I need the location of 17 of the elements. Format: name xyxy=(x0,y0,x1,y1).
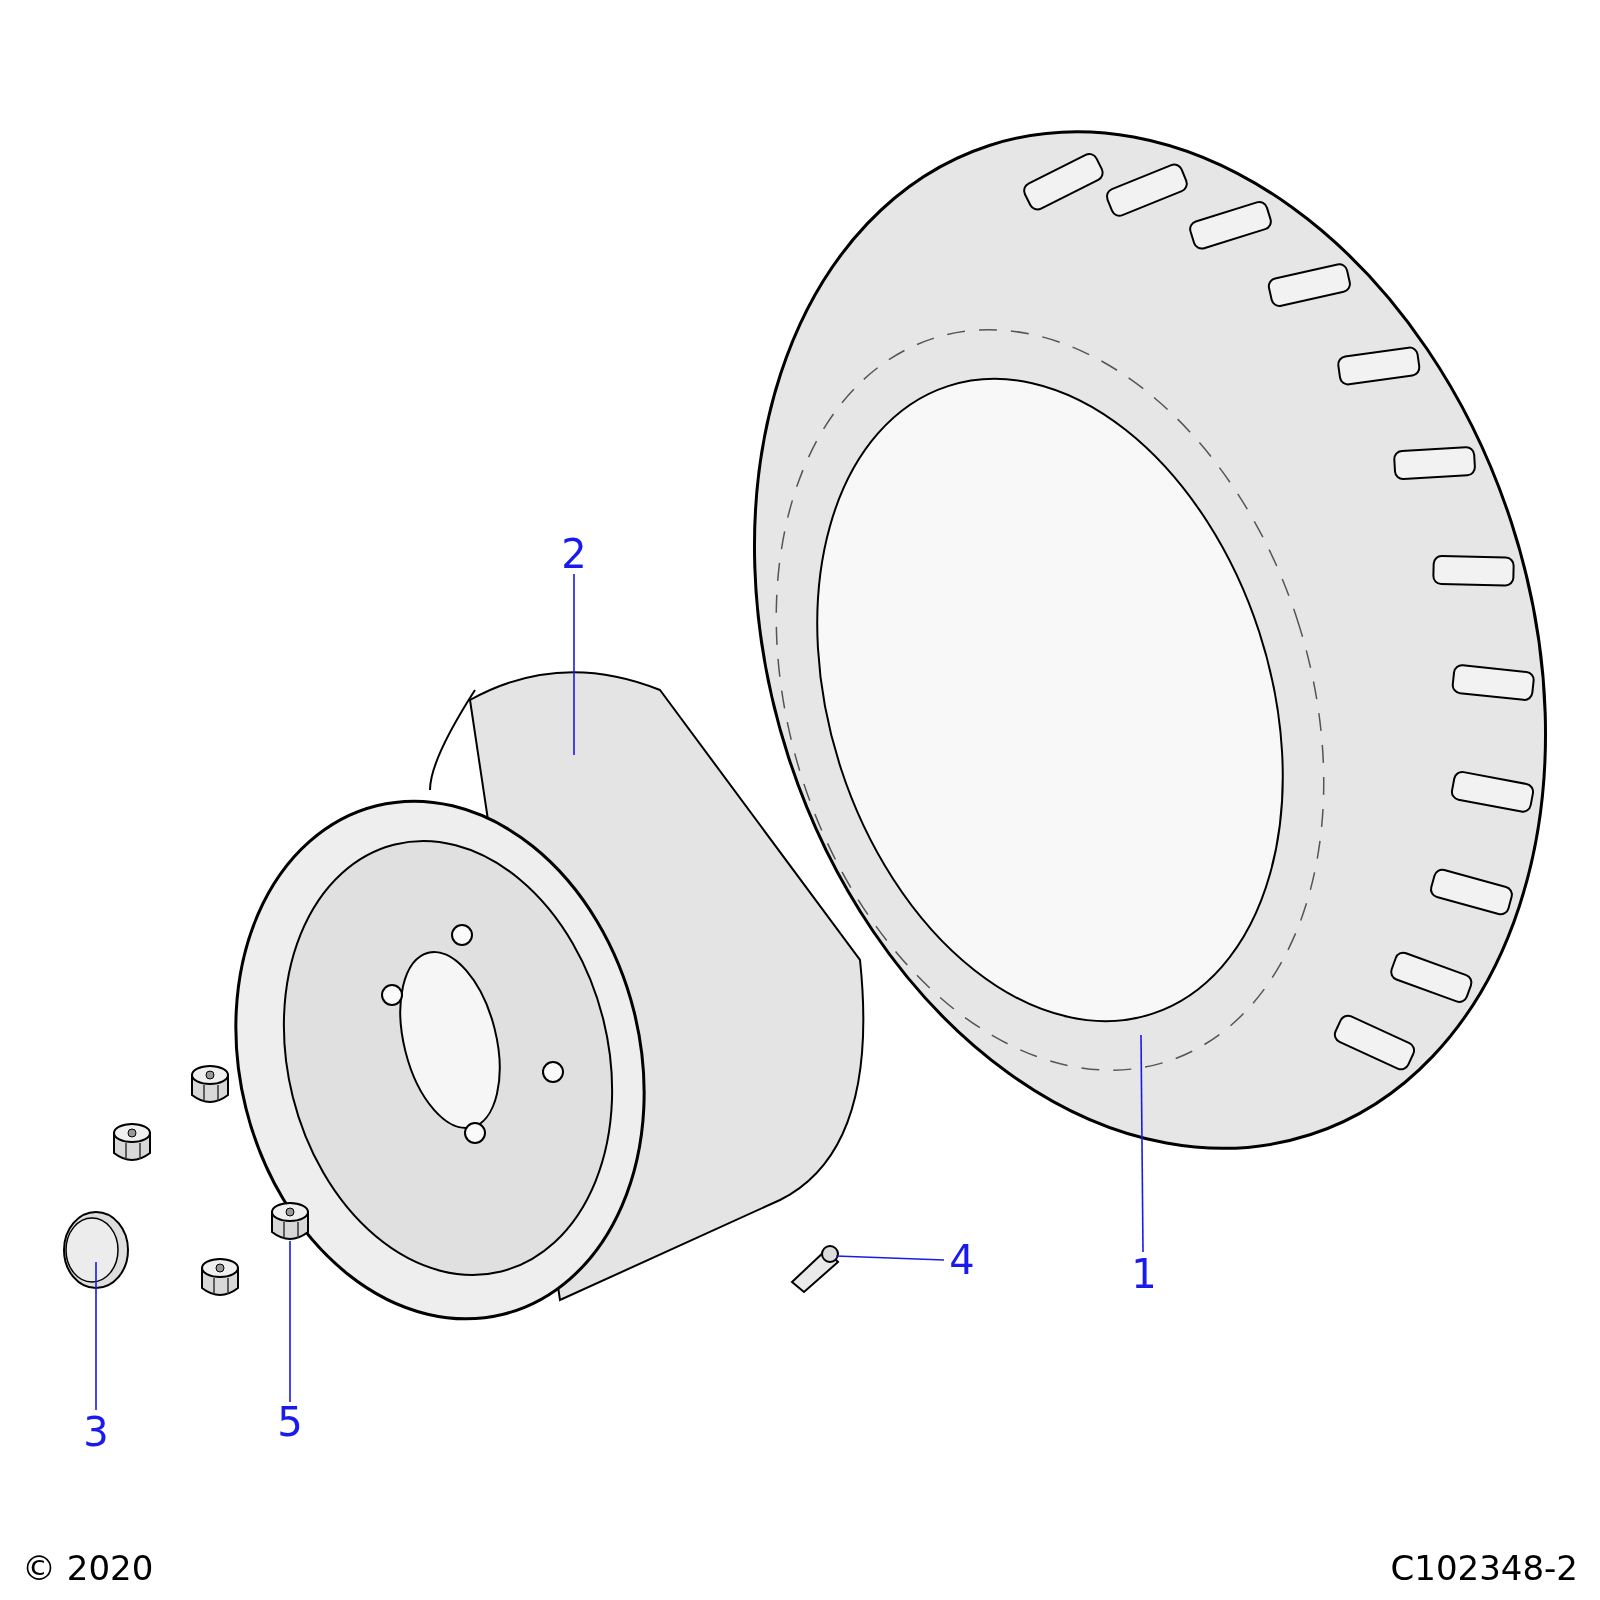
leader-line xyxy=(95,1261,97,1411)
copyright-notice: © 2020 xyxy=(22,1548,154,1588)
callout-number: 3 xyxy=(78,1410,114,1454)
tire-drawing xyxy=(753,130,1547,1150)
center-cap-drawing xyxy=(63,1211,129,1289)
wheel-rim-drawing xyxy=(234,671,865,1320)
callout-number: 1 xyxy=(1126,1252,1162,1296)
valve-stem-drawing xyxy=(790,1245,840,1294)
callout-number: 4 xyxy=(944,1238,980,1282)
leader-line xyxy=(835,1255,945,1261)
callout-number: 2 xyxy=(556,532,592,576)
part-number: C102348-2 xyxy=(1390,1548,1578,1588)
callout-number: 5 xyxy=(272,1400,308,1444)
lug-nut-drawing xyxy=(271,1202,309,1240)
leader-line xyxy=(573,573,575,756)
leader-line xyxy=(289,1240,291,1403)
leader-line xyxy=(1140,1034,1144,1253)
